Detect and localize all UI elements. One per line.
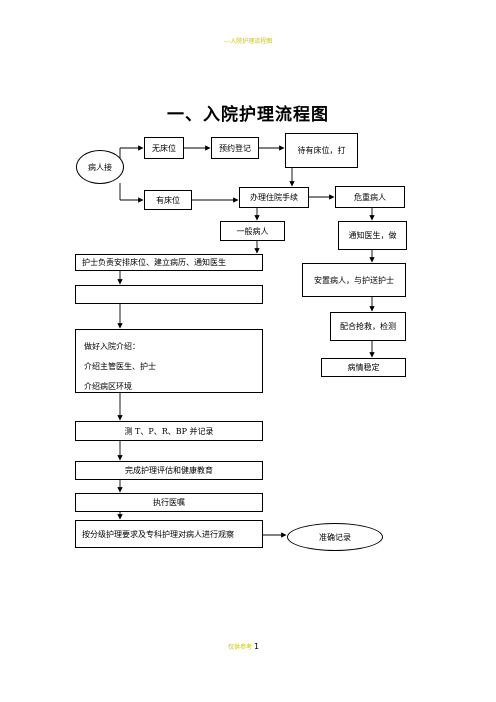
- intro-line: 介绍病区环境: [84, 382, 132, 391]
- intro-line: 介绍主管医生、护士: [84, 362, 156, 371]
- node-accurate-record: 准确记录: [287, 523, 383, 551]
- node-has-bed: 有床位: [144, 190, 192, 210]
- node-nursing-assessment: 完成护理评估和健康教育: [75, 461, 263, 480]
- page-title: 一、入院护理流程图: [167, 105, 329, 125]
- node-critical-patient: 危重病人: [335, 186, 405, 208]
- node-wait-bed: 待有床位，打: [285, 133, 358, 168]
- node-measure-vitals: 测 T、P、R、BP 并记录: [75, 421, 263, 441]
- node-execute-orders: 执行医嘱: [75, 493, 263, 512]
- node-settle-patient: 安置病人，与护送护士: [302, 263, 406, 297]
- page-header: ---入院护理流程图: [223, 38, 273, 45]
- node-blank: [75, 285, 263, 304]
- node-appointment-register: 预约登记: [211, 137, 259, 159]
- node-assist-rescue: 配合抢救，检测: [330, 312, 406, 341]
- node-condition-stable: 病情稳定: [321, 358, 406, 377]
- node-patient-receive: 病人接: [76, 150, 124, 184]
- page-number: 1: [253, 642, 260, 651]
- node-graded-care: 按分级护理要求及专科护理对病人进行观察: [75, 520, 263, 548]
- node-no-bed: 无床位: [144, 137, 184, 159]
- node-general-patient: 一般病人: [220, 221, 285, 241]
- node-admission-procedure: 办理住院手续: [239, 187, 309, 208]
- intro-line: 做好入院介绍：: [84, 342, 140, 351]
- page-footer: 仅供参考 1: [228, 642, 259, 651]
- node-nurse-arrange: 护士负责安排床位、建立病历、通知医生: [75, 254, 263, 271]
- node-intro: 做好入院介绍： 介绍主管医生、护士 介绍病区环境: [75, 329, 263, 393]
- node-notify-doctor: 通知医生，做: [338, 221, 407, 250]
- footer-label: 仅供参考: [228, 644, 253, 651]
